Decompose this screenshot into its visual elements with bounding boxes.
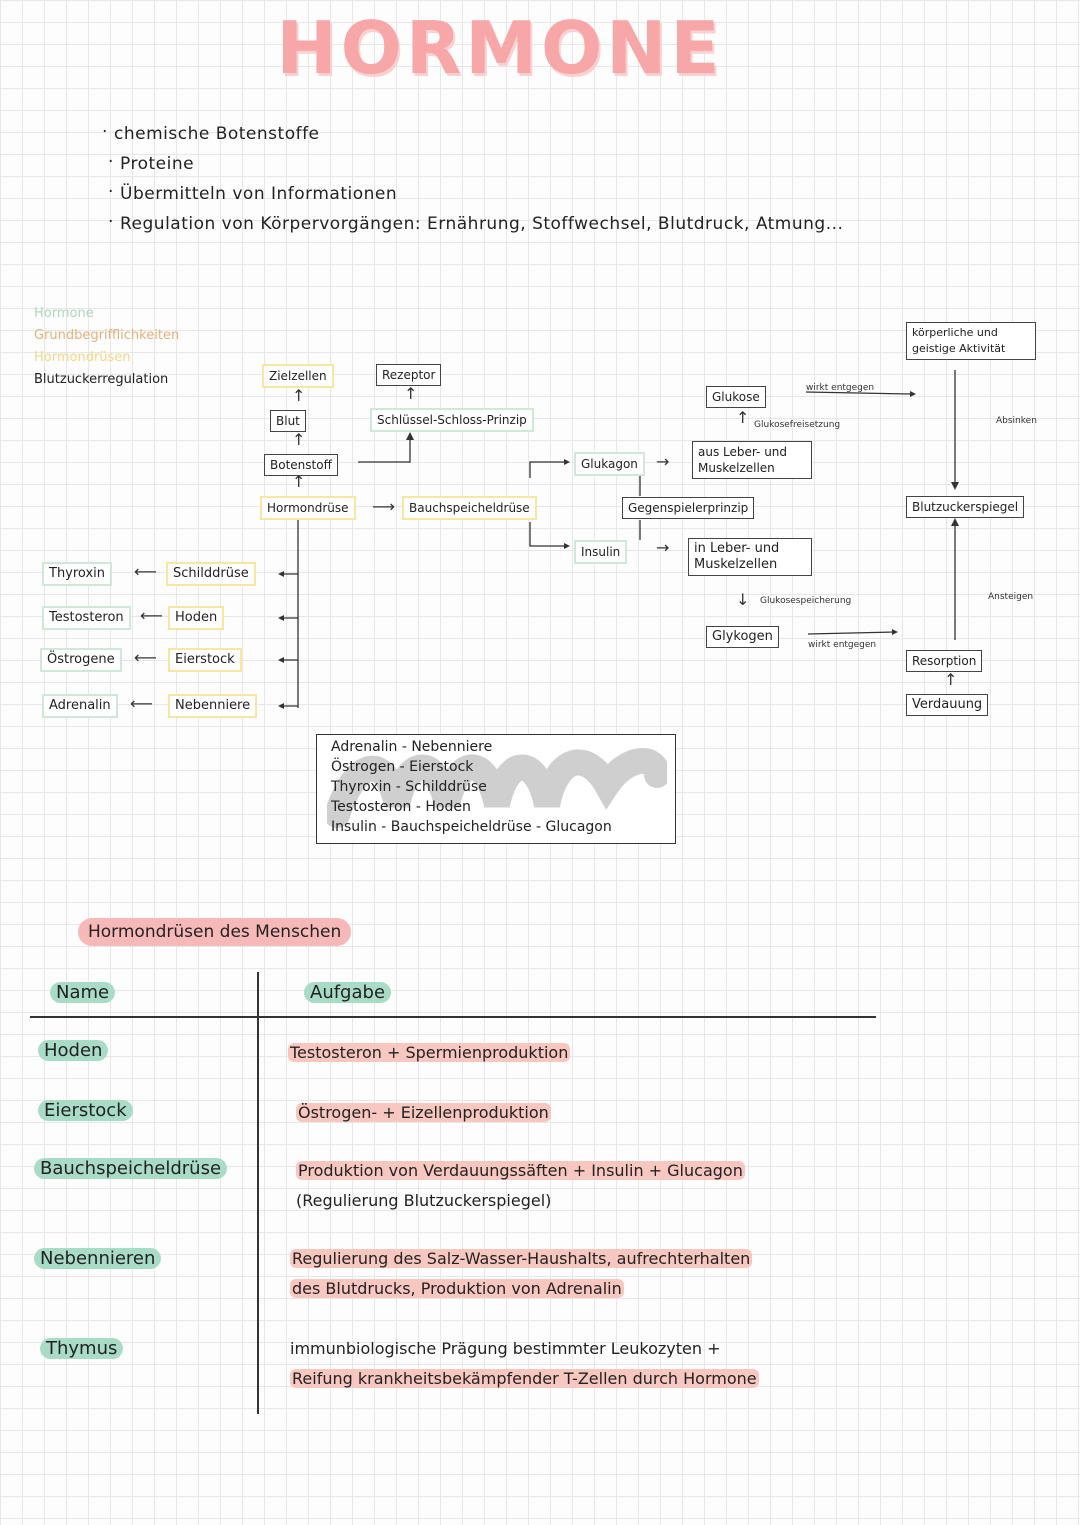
table-row-task: immunbiologische Prägung bestimmter Leuk… (290, 1339, 721, 1358)
legend-box: Adrenalin - Nebenniere Östrogen - Eierst… (316, 734, 676, 844)
bullet-item: chemische Botenstoffe (102, 122, 320, 144)
box-glukagon: Glukagon (574, 452, 645, 476)
arrow-left-icon: ⟵ (140, 606, 163, 625)
box-botenstoff: Botenstoff (264, 454, 338, 476)
box-gland-eierstock: Eierstock (168, 648, 242, 672)
label-glukosefreisetzung: Glukosefreisetzung (754, 420, 841, 430)
box-rezeptor: Rezeptor (376, 364, 442, 386)
arrow-right-icon: → (656, 538, 670, 557)
box-koerperliche-aktivitaet: körperliche und geistige Aktivität (906, 322, 1036, 360)
box-blutzuckerspiegel: Blutzuckerspiegel (906, 496, 1025, 518)
page-title: HORMONE (276, 6, 724, 90)
side-nav-hormone[interactable]: Hormone (34, 306, 94, 321)
label-glukosespeicherung: Glukosespeicherung (760, 596, 852, 606)
legend-line: Östrogen - Eierstock (331, 759, 474, 775)
table-row-task: Regulierung des Salz-Wasser-Haushalts, a… (290, 1249, 753, 1268)
legend-line: Adrenalin - Nebenniere (331, 739, 493, 755)
arrow-left-icon: ⟵ (130, 694, 153, 713)
table-row-name: Eierstock (38, 1100, 133, 1121)
bullet-item: Übermitteln von Informationen (108, 182, 397, 204)
legend-line: Testosteron - Hoden (331, 799, 471, 815)
box-resorption: Resorption (906, 650, 983, 672)
box-aus-leber: aus Leber- und Muskelzellen (692, 441, 812, 479)
section-heading: Hormondrüsen des Menschen (78, 918, 352, 946)
box-hormone-oestrogene: Östrogene (40, 648, 122, 672)
label-ansteigen: Ansteigen (988, 592, 1034, 602)
box-zielzellen: Zielzellen (262, 364, 334, 388)
label-wirkt-entgegen-bottom: wirkt entgegen (808, 640, 877, 650)
bullet-item: Regulation von Körpervorgängen: Ernährun… (108, 212, 843, 234)
box-insulin: Insulin (574, 540, 628, 564)
column-header-name: Name (50, 982, 116, 1003)
legend-line: Insulin - Bauchspeicheldrüse - Glucagon (331, 819, 612, 835)
box-schluessel-schloss: Schlüssel-Schloss-Prinzip (370, 408, 534, 432)
arrow-up-icon: ↑ (292, 472, 306, 491)
side-nav-blutzucker[interactable]: Blutzuckerregulation (34, 372, 169, 387)
table-row-name: Thymus (40, 1338, 124, 1359)
table-row-task: Reifung krankheitsbekämpfender T-Zellen … (290, 1369, 759, 1388)
table-row-task: Östrogen- + Eizellenproduktion (296, 1103, 551, 1122)
arrow-down-icon: ↓ (736, 590, 750, 609)
table-row-name: Hoden (38, 1040, 109, 1061)
side-nav-hormondruesen[interactable]: Hormondrüsen (34, 350, 131, 365)
arrow-up-icon: ↑ (292, 386, 306, 405)
arrow-left-icon: ⟵ (134, 648, 157, 667)
box-hormondruese: Hormondrüse (260, 496, 356, 520)
table-row-task: Testosteron + Spermienproduktion (288, 1043, 571, 1062)
scribble-decoration (327, 748, 667, 828)
box-verdauung: Verdauung (906, 694, 989, 716)
box-blut: Blut (270, 410, 306, 432)
arrow-up-icon: ↑ (292, 430, 306, 449)
table-row-task: (Regulierung Blutzuckerspiegel) (296, 1191, 552, 1210)
bullet-item: Proteine (108, 152, 194, 174)
box-glykogen: Glykogen (706, 626, 779, 648)
arrow-right-icon: → (656, 452, 670, 471)
box-gland-schilddruese: Schilddrüse (166, 562, 256, 586)
box-in-leber: in Leber- und Muskelzellen (688, 538, 812, 576)
arrow-up-icon: ↑ (736, 408, 750, 427)
box-gland-hoden: Hoden (168, 606, 225, 630)
arrow-up-icon: ↑ (404, 384, 418, 403)
arrow-right-icon: ⟶ (372, 497, 395, 516)
table-row-name: Nebennieren (34, 1248, 162, 1269)
box-hormone-adrenalin: Adrenalin (42, 694, 118, 718)
side-nav-grundbegriffe[interactable]: Grundbegrifflichkeiten (34, 328, 180, 343)
box-hormone-testosteron: Testosteron (42, 606, 131, 630)
arrow-up-icon: ↑ (944, 670, 958, 689)
box-hormone-thyroxin: Thyroxin (42, 562, 113, 586)
box-gegenspielerprinzip: Gegenspielerprinzip (622, 497, 755, 519)
label-wirkt-entgegen-top: wirkt entgegen (806, 383, 875, 393)
legend-line: Thyroxin - Schilddrüse (331, 779, 487, 795)
arrow-left-icon: ⟵ (134, 562, 157, 581)
label-absinken: Absinken (996, 416, 1037, 426)
column-header-task: Aufgabe (304, 982, 392, 1003)
box-bauchspeicheldruese: Bauchspeicheldrüse (402, 496, 537, 520)
diagram-lines (278, 370, 959, 709)
box-glukose: Glukose (706, 386, 766, 408)
table-row-task: des Blutdrucks, Produktion von Adrenalin (290, 1279, 624, 1298)
table-row-name: Bauchspeicheldrüse (34, 1158, 228, 1179)
table-row-task: Produktion von Verdauungssäften + Insuli… (296, 1161, 745, 1180)
box-gland-nebenniere: Nebenniere (168, 694, 258, 718)
